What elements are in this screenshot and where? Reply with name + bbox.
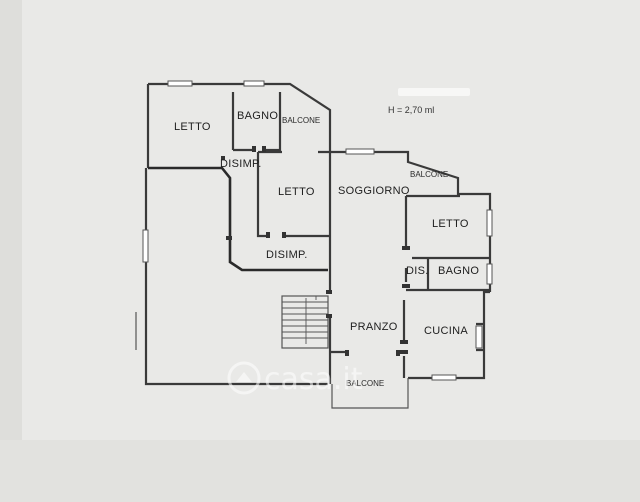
room-label-letto-1: LETTO [174, 121, 211, 133]
sheet-bottom-margin [0, 440, 640, 502]
door-marks [221, 146, 410, 356]
room-label-pranzo: PRANZO [350, 321, 398, 333]
redaction-smudge [398, 88, 470, 96]
room-label-balcone-3: BALCONE [346, 379, 384, 388]
watermark: casa.it [227, 361, 363, 397]
room-label-disimp-1: DISIMP. [220, 158, 262, 170]
windows [142, 80, 493, 381]
room-label-balcone-1: BALCONE [282, 116, 320, 125]
room-label-soggiorno: SOGGIORNO [338, 185, 410, 197]
watermark-text: casa.it [264, 362, 363, 397]
sheet-left-margin [0, 0, 22, 502]
height-note: H = 2,70 ml [388, 105, 434, 115]
watermark-house-icon [236, 372, 252, 382]
room-label-disimp-2: DISIMP. [266, 249, 308, 261]
watermark-logo-icon [227, 361, 261, 395]
interior-walls [231, 92, 490, 384]
room-label-letto-2: LETTO [278, 186, 315, 198]
room-label-cucina: CUCINA [424, 325, 468, 337]
room-label-dis: DIS. [406, 265, 429, 277]
room-label-letto-3: LETTO [432, 218, 469, 230]
staircase [281, 295, 329, 349]
balcone-bottom-outline [331, 378, 409, 409]
room-label-bagno-2: BAGNO [438, 265, 479, 277]
room-label-bagno-1: BAGNO [237, 110, 278, 122]
room-label-balcone-2: BALCONE [410, 170, 448, 179]
